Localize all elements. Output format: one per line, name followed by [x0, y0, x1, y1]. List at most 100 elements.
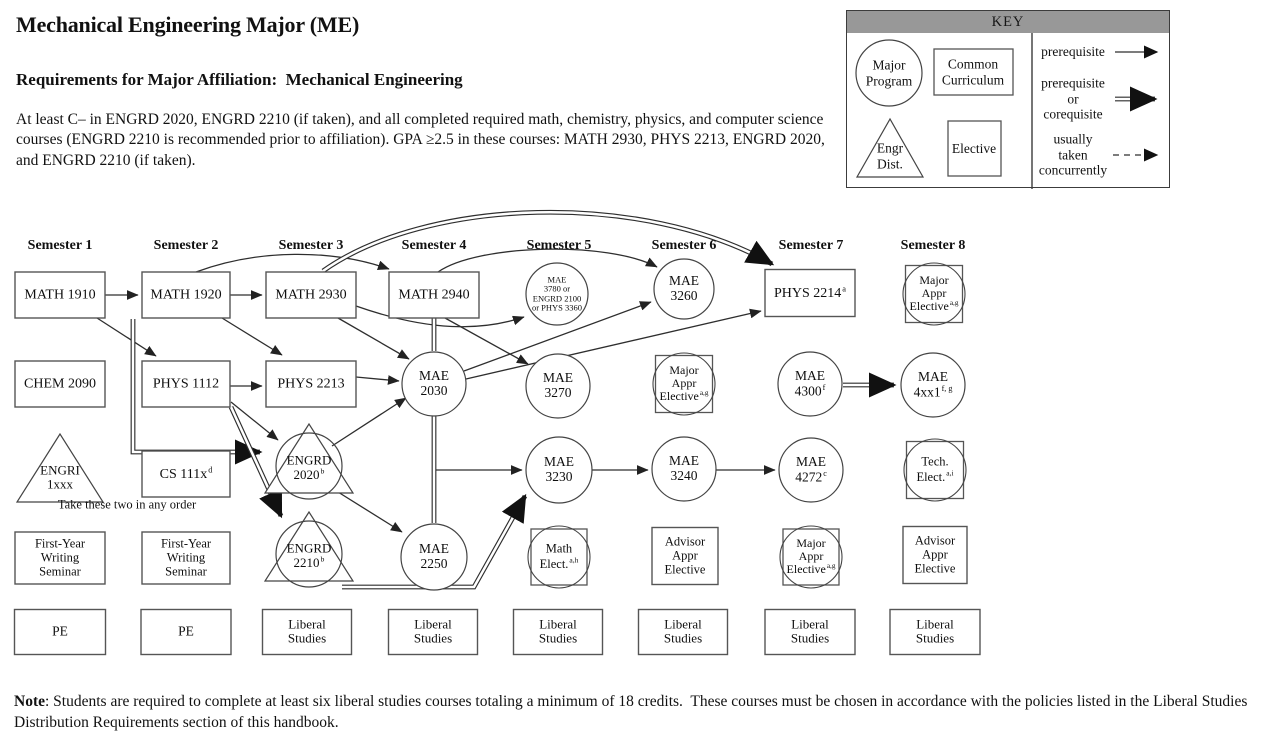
- node-phys2213: PHYS 2213: [277, 376, 345, 392]
- mathelect-square: [530, 528, 588, 586]
- ls3-box: [261, 608, 353, 656]
- arrow-math1920-math2940-arc: [195, 253, 390, 273]
- node-mae2250: MAE 2250: [419, 541, 449, 571]
- node-mae2030: MAE 2030: [419, 368, 449, 398]
- mae3270-circle: [525, 353, 591, 419]
- arrow-engrd2210-mae3230: [342, 493, 527, 589]
- node-pe1: PE: [52, 623, 68, 639]
- node-pe2: PE: [178, 623, 194, 639]
- arrow-math2940-mae3270: [444, 317, 529, 365]
- node-mae3240: MAE 3240: [669, 453, 699, 483]
- node-phys1112: PHYS 1112: [152, 376, 220, 392]
- node-ls8: Liberal Studies: [915, 616, 955, 646]
- arrow-phys1112-engrd2210: [229, 406, 283, 519]
- mae3240-circle: [651, 436, 717, 502]
- math2940-box: [388, 271, 480, 319]
- node-ls6: Liberal Studies: [663, 616, 703, 646]
- arrow-math1920-phys2213: [221, 317, 283, 356]
- node-advisor8: Advisor Appr Elective: [914, 533, 956, 575]
- node-mae4300: MAE 4300f: [794, 367, 826, 399]
- key-legend: KEY Major Program Common Curriculum Engr…: [846, 10, 1170, 189]
- affiliation-paragraph: At least C– in ENGRD 2020, ENGRD 2210 (i…: [16, 111, 825, 169]
- arrow-engrd2020-mae2030: [331, 397, 407, 447]
- semester-header-1: Semester 1: [27, 238, 93, 253]
- semester-header-2: Semester 2: [153, 238, 219, 253]
- node-fyws2: First-Year Writing Seminar: [160, 536, 212, 578]
- majorappr7-circle: [779, 525, 843, 589]
- arrow-math2940-mae3260-arc: [437, 248, 658, 273]
- majorappr7-square: [782, 528, 840, 586]
- node-fyws1: First-Year Writing Seminar: [34, 536, 86, 578]
- node-math1920: MATH 1920: [150, 287, 222, 303]
- node-ls3: Liberal Studies: [287, 616, 327, 646]
- engrd2020-triangle: [263, 422, 355, 494]
- node-cs111x: CS 111xd: [159, 465, 213, 483]
- node-mathelect: Math Elect.a,h: [539, 541, 579, 571]
- engrd2210-circle: [275, 520, 343, 588]
- ls7-box: [764, 608, 856, 656]
- majorappr6-square: [654, 354, 714, 414]
- node-engrd2020: ENGRD 2020b: [286, 452, 332, 483]
- semester-header-6: Semester 6: [651, 238, 717, 253]
- key-major-program-circle: [855, 39, 923, 107]
- node-majorappr6: Major Appr Electivea,g: [659, 363, 709, 404]
- majorappr8-square: [904, 264, 964, 324]
- engrd2020-circle: [275, 432, 343, 500]
- arrow-math2930-phys2214-arc: [322, 210, 775, 273]
- mae4272-circle: [778, 437, 844, 503]
- mae2030-circle: [401, 351, 467, 417]
- liberal-studies-note: Note: Students are required to complete …: [14, 692, 1266, 734]
- node-mae3780: MAE 3780 or ENGRD 2100 or PHYS 3360: [531, 274, 583, 313]
- chem2090-box: [14, 360, 106, 408]
- node-ls5: Liberal Studies: [538, 616, 578, 646]
- semester-header-5: Semester 5: [526, 238, 592, 253]
- node-math1910: MATH 1910: [24, 287, 96, 303]
- phys2213-box: [265, 360, 357, 408]
- node-math2930: MATH 2930: [275, 287, 347, 303]
- arrow-math2930-mae3780: [355, 305, 525, 328]
- semester-header-4: Semester 4: [401, 238, 467, 253]
- arrow-phys1112-engrd2020: [230, 401, 279, 441]
- semester-header-8: Semester 8: [900, 238, 966, 253]
- fyws1-box: [14, 531, 106, 585]
- advisor8-box: [902, 525, 968, 585]
- engrd2210-triangle: [263, 510, 355, 582]
- majorappr6-circle: [652, 352, 716, 416]
- mae3260-circle: [653, 258, 715, 320]
- node-chem2090: CHEM 2090: [24, 376, 96, 392]
- math2930-box: [265, 271, 357, 319]
- coreq-double-arrows: [130, 209, 897, 590]
- ls8-box: [889, 608, 981, 656]
- node-math2940: MATH 2940: [398, 287, 470, 303]
- node-techelect: Tech. Elect.a,i: [916, 454, 954, 484]
- math1920-box: [141, 271, 231, 319]
- note-text: : Students are required to complete at l…: [14, 693, 1252, 731]
- key-elective-square: [947, 120, 1002, 177]
- key-label-prerequisite: prerequisite: [1041, 44, 1105, 60]
- node-mae3270: MAE 3270: [543, 370, 573, 400]
- arrow-mae2030-mae3260: [463, 301, 652, 372]
- key-label-common-curriculum: Common Curriculum: [941, 56, 1005, 87]
- node-ls7: Liberal Studies: [790, 616, 830, 646]
- arrow-engrd2020-mae2250: [329, 486, 403, 533]
- node-mae4272: MAE 4272c: [795, 453, 827, 485]
- key-label-coreq: prerequisite or corequisite: [1041, 75, 1105, 122]
- key-label-elective: Elective: [951, 141, 997, 157]
- arrow-math2930-mae2030: [337, 317, 410, 360]
- mathelect-circle: [527, 525, 591, 589]
- semester-header-7: Semester 7: [778, 238, 844, 253]
- mae4300-circle: [777, 351, 843, 417]
- node-engrd2210: ENGRD 2210b: [286, 540, 332, 571]
- key-label-major-program: Major Program: [865, 57, 913, 88]
- mae4xx1-circle: [900, 352, 966, 418]
- semester-header-3: Semester 3: [278, 238, 344, 253]
- page-title: Mechanical Engineering Major (ME): [16, 12, 360, 37]
- phys1112-box: [141, 360, 231, 408]
- key-graphics: [855, 33, 1159, 189]
- node-mae3230: MAE 3230: [544, 454, 574, 484]
- prerequisite-arrows: [96, 248, 776, 533]
- arrow-phys2213-mae2030: [355, 375, 400, 385]
- node-majorappr7: Major Appr Electivea,g: [786, 536, 836, 577]
